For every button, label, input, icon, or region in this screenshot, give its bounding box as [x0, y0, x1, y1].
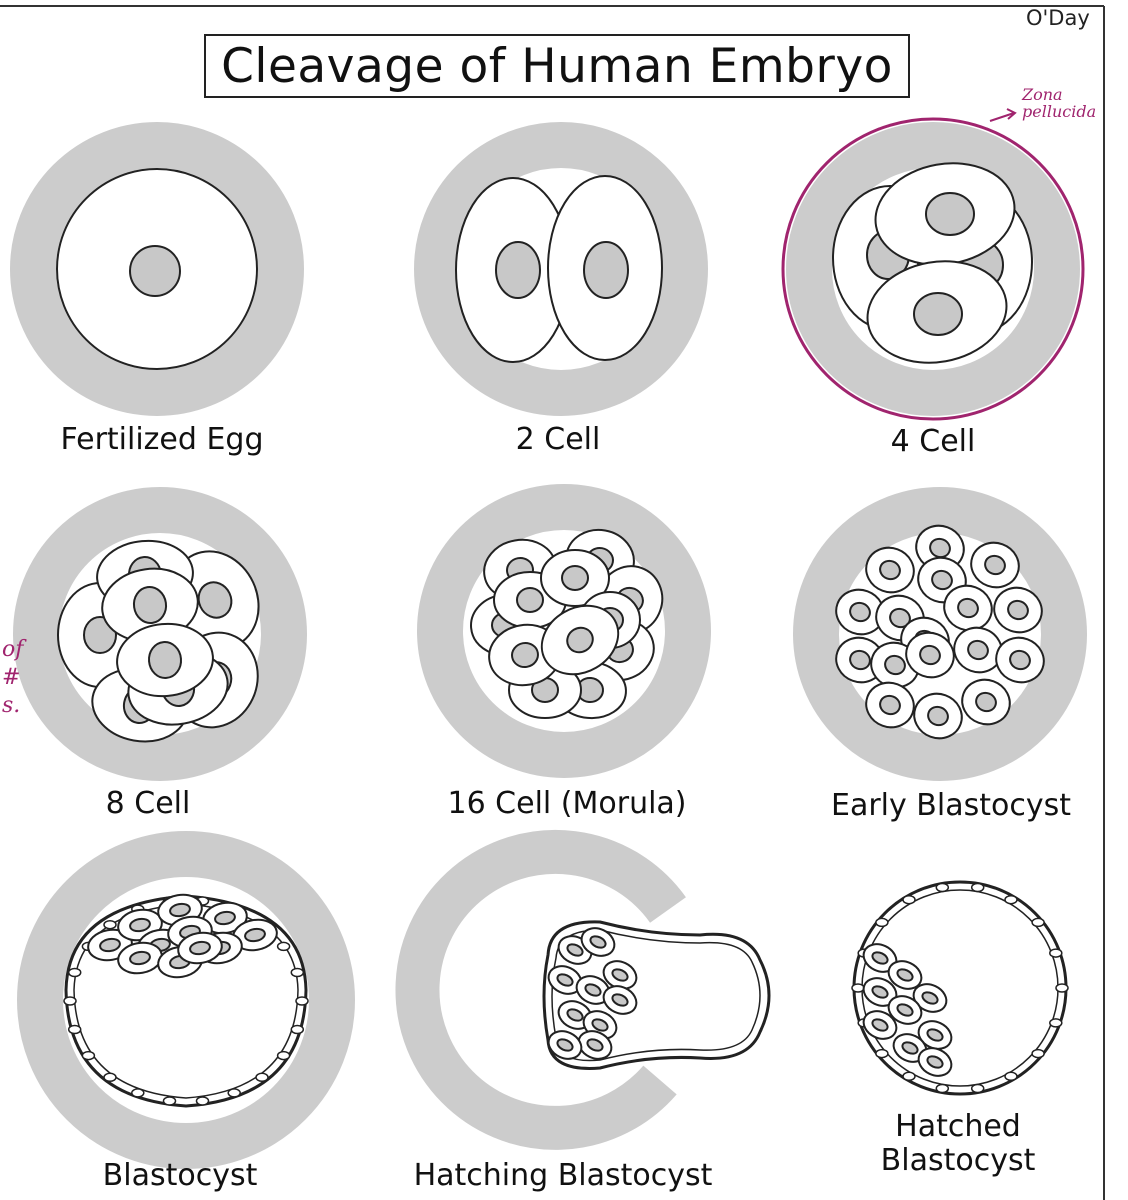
cell — [862, 1010, 898, 1040]
author-label: O'Day — [1026, 6, 1090, 30]
cell — [540, 549, 610, 607]
cell — [865, 546, 915, 594]
label-4-cell: 4 Cell — [890, 424, 976, 459]
cell — [580, 927, 616, 957]
zona-annotation-line1: Zona — [1022, 85, 1063, 104]
label-early-blastocyst: Early Blastocyst — [831, 788, 1071, 823]
trophoblast-cell — [970, 1083, 985, 1094]
trophoblast-cell — [63, 996, 77, 1006]
cell — [913, 692, 963, 740]
eight-cell-figure — [13, 487, 307, 781]
two-cell-figure — [414, 122, 708, 416]
cell — [540, 604, 620, 676]
trophoblast-cell — [227, 1088, 241, 1098]
cell — [912, 983, 948, 1013]
label-blastocyst: Blastocyst — [102, 1158, 258, 1193]
cell — [602, 985, 638, 1015]
zona-annotation-line2: pellucida — [1022, 102, 1097, 121]
trophoblast-cell — [103, 919, 117, 930]
cell — [865, 681, 915, 729]
label-2-cell: 2 Cell — [515, 422, 601, 457]
trophoblast-cell — [290, 967, 305, 978]
trophoblast-cell — [276, 941, 291, 952]
trophoblast-cell — [1004, 894, 1018, 905]
zona-pellucida-annotation: Zona pellucida — [1022, 86, 1096, 120]
trophoblast-cell — [902, 894, 916, 905]
trophoblast-cell — [875, 1048, 889, 1059]
trophoblast-cell — [902, 1071, 916, 1082]
cell — [970, 541, 1020, 589]
trophoblast-cell — [1049, 1018, 1063, 1028]
cell — [943, 584, 993, 632]
cell — [905, 631, 955, 679]
label-hatched-line2: Blastocyst — [880, 1143, 1036, 1178]
hatching-blastocyst-figure — [395, 829, 771, 1150]
trophoblast-cell — [1031, 1048, 1045, 1059]
cell — [892, 1033, 928, 1063]
cell — [887, 995, 923, 1025]
blastocyst-figure — [17, 831, 355, 1169]
cell — [577, 1030, 613, 1060]
trophoblast-cell — [276, 1050, 291, 1061]
label-hatching-blastocyst: Hatching Blastocyst — [413, 1158, 713, 1193]
cell — [917, 1020, 953, 1050]
margin-annotation-line1: of — [2, 637, 24, 662]
cell — [995, 636, 1045, 684]
trophoblast-cell — [131, 1088, 145, 1098]
cell — [547, 1030, 583, 1060]
cell — [961, 678, 1011, 726]
zona-highlight-circle — [781, 117, 1085, 421]
trophoblast-cell — [1004, 1071, 1018, 1082]
cell — [117, 941, 163, 975]
cell — [177, 931, 223, 965]
early-blastocyst-figure — [793, 487, 1087, 781]
trophoblast-cell — [67, 967, 82, 978]
trophoblast-cell — [162, 1096, 177, 1106]
trophoblast-cell — [81, 1050, 96, 1061]
margin-annotation-line2: # — [2, 665, 21, 690]
cell — [862, 977, 898, 1007]
trophoblast-cell — [1055, 983, 1069, 993]
cell — [101, 567, 199, 643]
label-hatched-line1: Hatched — [895, 1109, 1021, 1144]
four-cell-figure — [781, 117, 1085, 421]
trophoblast-cell — [295, 996, 309, 1006]
trophoblast-cell — [935, 1083, 950, 1094]
margin-annotation: of # s. — [2, 636, 23, 720]
margin-annotation-line3: s. — [2, 693, 21, 718]
cell — [917, 1047, 953, 1077]
trophoblast-cell — [67, 1024, 82, 1035]
trophoblast-cell — [1031, 917, 1045, 928]
cell — [232, 918, 278, 952]
label-16-cell-morula: 16 Cell (Morula) — [447, 786, 687, 821]
trophoblast-cell — [970, 882, 985, 893]
trophoblast-cell — [875, 917, 889, 928]
hatched-blastocyst-figure — [851, 880, 1069, 1096]
trophoblast-cell — [1049, 948, 1063, 958]
trophoblast-cell — [103, 1072, 117, 1083]
cell — [887, 960, 923, 990]
label-fertilized-egg: Fertilized Egg — [60, 422, 264, 457]
trophoblast-cell — [255, 1072, 269, 1083]
zona-arrow-icon — [989, 112, 1015, 122]
trophoblast-cell — [290, 1024, 305, 1035]
label-hatched-blastocyst: Hatched Blastocyst — [881, 1110, 1036, 1178]
cell — [547, 965, 583, 995]
page-title: Cleavage of Human Embryo — [204, 34, 910, 98]
label-8-cell: 8 Cell — [105, 786, 191, 821]
cell — [116, 622, 214, 698]
trophoblast-cell — [935, 882, 950, 893]
sixteen-cell-figure — [417, 484, 711, 778]
fertilized-egg-figure — [10, 122, 304, 416]
trophoblast-cell — [851, 983, 865, 993]
cell — [202, 901, 248, 935]
trophoblast-cell — [195, 1096, 210, 1106]
cell — [993, 586, 1043, 634]
